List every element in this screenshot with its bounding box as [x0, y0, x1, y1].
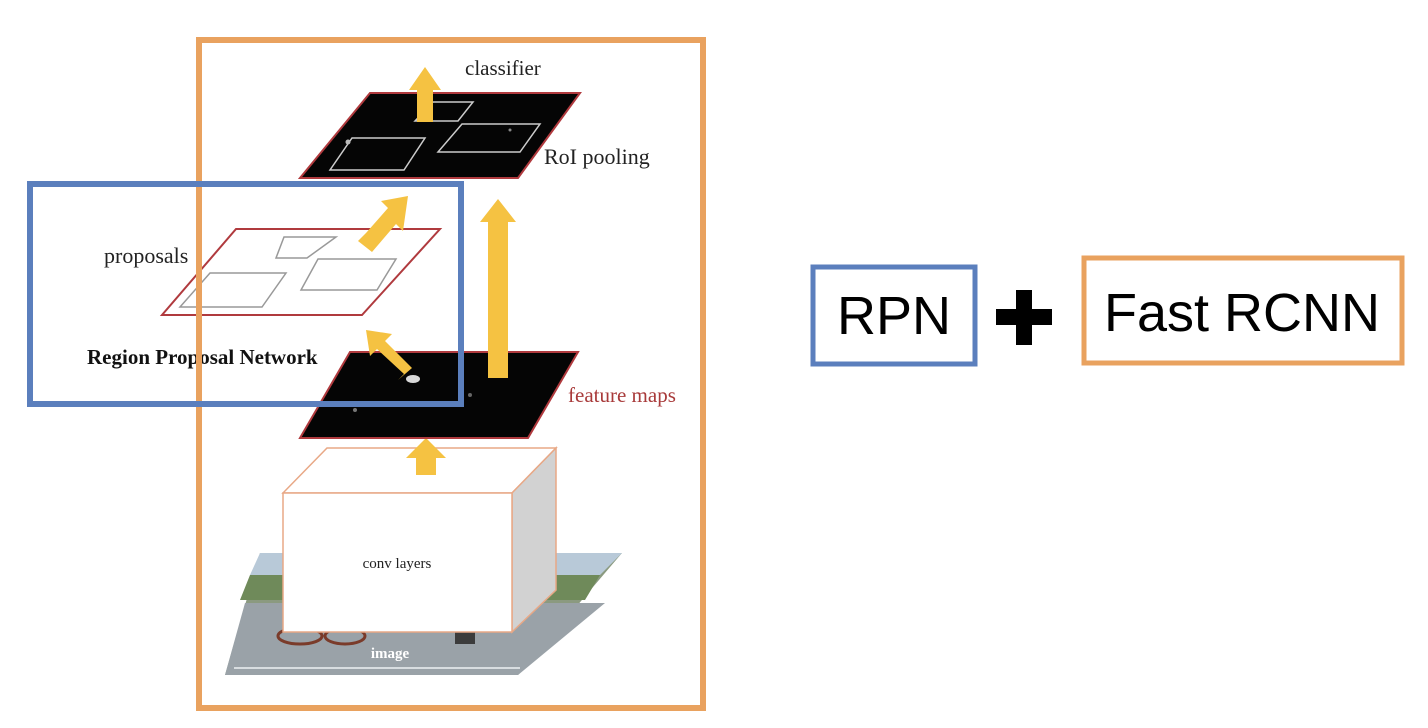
rpn-frame — [27, 181, 464, 407]
region-proposal-network-label: Region Proposal Network — [87, 345, 318, 369]
proposals-label: proposals — [104, 243, 188, 268]
fast-rcnn-box-label: Fast RCNN — [1104, 283, 1380, 343]
classifier-label: classifier — [465, 56, 541, 80]
rpn-box-label: RPN — [837, 286, 951, 346]
feature-maps-label: feature maps — [568, 383, 676, 407]
formula: RPN Fast RCNN — [810, 255, 1405, 367]
fast-rcnn-box — [1081, 255, 1405, 366]
arrow-roi-to-classifier — [409, 67, 441, 122]
fast-rcnn-frame — [196, 37, 706, 711]
arrow-conv-to-features — [406, 438, 446, 475]
conv-layers-label: conv layers — [363, 556, 432, 572]
arrow-features-to-proposals — [366, 330, 412, 380]
arrow-features-to-roi — [480, 199, 516, 378]
image-label: image — [371, 646, 410, 662]
roi-pooling-layer — [297, 92, 582, 179]
proposals-layer — [159, 228, 443, 316]
plus-icon — [996, 290, 1052, 345]
arrow-proposals-to-roi — [358, 196, 408, 252]
roi-pooling-label: RoI pooling — [544, 144, 650, 169]
feature-map-layer — [298, 351, 580, 439]
conv-layers-block: conv layers — [281, 446, 558, 634]
rpn-box — [810, 264, 978, 367]
